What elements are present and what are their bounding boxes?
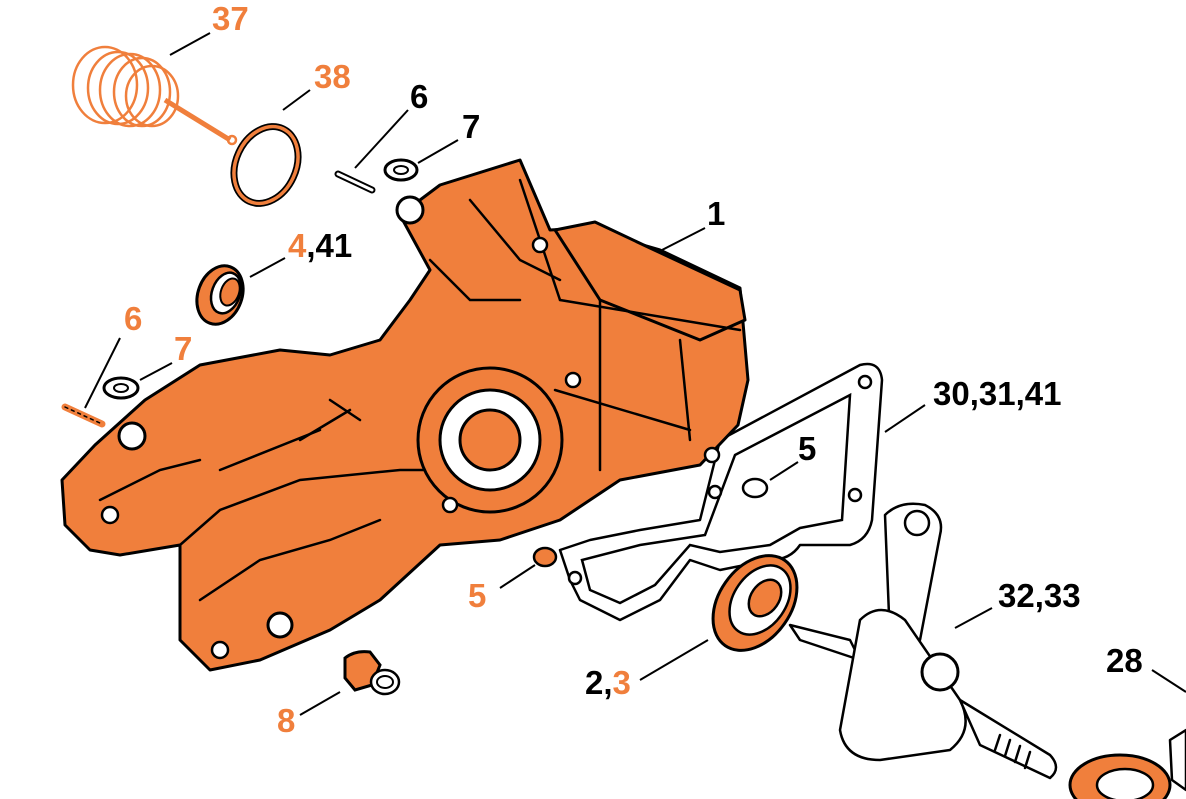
callout-5-right: 5 [798,430,816,467]
leader-6-left [84,337,121,409]
callout-segment: 32,33 [998,577,1081,614]
callout-segment: 6 [410,78,428,115]
washer-part-7-left [102,376,140,400]
leader-6-top [354,109,409,169]
callout-4-41: 4,41 [288,227,352,264]
plug-part-8 [343,650,401,696]
sleeve-part-5-right [741,477,769,499]
callout-32-33: 32,33 [998,577,1081,614]
callout-segment: 37 [212,0,249,37]
leader-30-31-41 [884,404,926,433]
callout-segment: 1 [707,195,725,232]
callout-segment: 28 [1106,642,1143,679]
crankshaft-part-32-33 [788,502,1058,780]
callout-labels: 37 38 6 7 1 4,41 6 7 30,31,41 5 5 32,33 … [124,0,1143,739]
leader-8 [299,691,341,716]
leader-2-3 [639,639,709,681]
callout-1: 1 [707,195,725,232]
spring-part-37 [71,45,238,146]
callout-7-top: 7 [462,108,480,145]
callout-segment: 2, [585,664,613,701]
part-28 [1068,728,1186,799]
leader-28 [1151,669,1186,693]
leader-38 [282,89,311,111]
callout-28: 28 [1106,642,1143,679]
callout-segment: ,41 [306,227,352,264]
callout-segment: 7 [462,108,480,145]
callout-segment: 5 [798,430,816,467]
callout-segment: 30,31,41 [933,375,1061,412]
crankcase-gasket [558,362,884,622]
pin-part-6-left [61,403,106,428]
crankcase-housing [60,158,750,672]
callout-segment: 6 [124,300,142,337]
pin-part-6-top [334,170,376,194]
callout-segment: 4 [288,227,307,264]
callout-segment: 3 [613,664,631,701]
callout-6-top: 6 [410,78,428,115]
callout-8: 8 [277,702,295,739]
callout-segment: 7 [174,330,192,367]
leader-lines [84,32,1186,716]
callout-30-31-41: 30,31,41 [933,375,1061,412]
callout-5-left: 5 [468,577,486,614]
callout-37: 37 [212,0,249,37]
leader-1 [661,227,706,251]
callout-6-left: 6 [124,300,142,337]
sleeve-part-5-left [532,546,558,568]
ball-bearing-part-2-3 [711,554,799,652]
leader-4-41 [249,257,286,278]
leader-5-right [769,461,799,481]
ring-part-38 [230,123,302,207]
callout-segment: 38 [314,58,351,95]
leader-7-left [139,362,173,381]
callout-2-3: 2,3 [585,664,631,701]
leader-37 [169,32,211,56]
callout-segment: 8 [277,702,295,739]
leader-32-33 [954,607,993,629]
callout-38: 38 [314,58,351,95]
callout-7-left: 7 [174,330,192,367]
leader-5-left [499,564,536,589]
seal-part-4 [195,264,245,326]
washer-part-7-top [383,158,419,182]
callout-segment: 5 [468,577,486,614]
leader-7-top [417,139,459,164]
